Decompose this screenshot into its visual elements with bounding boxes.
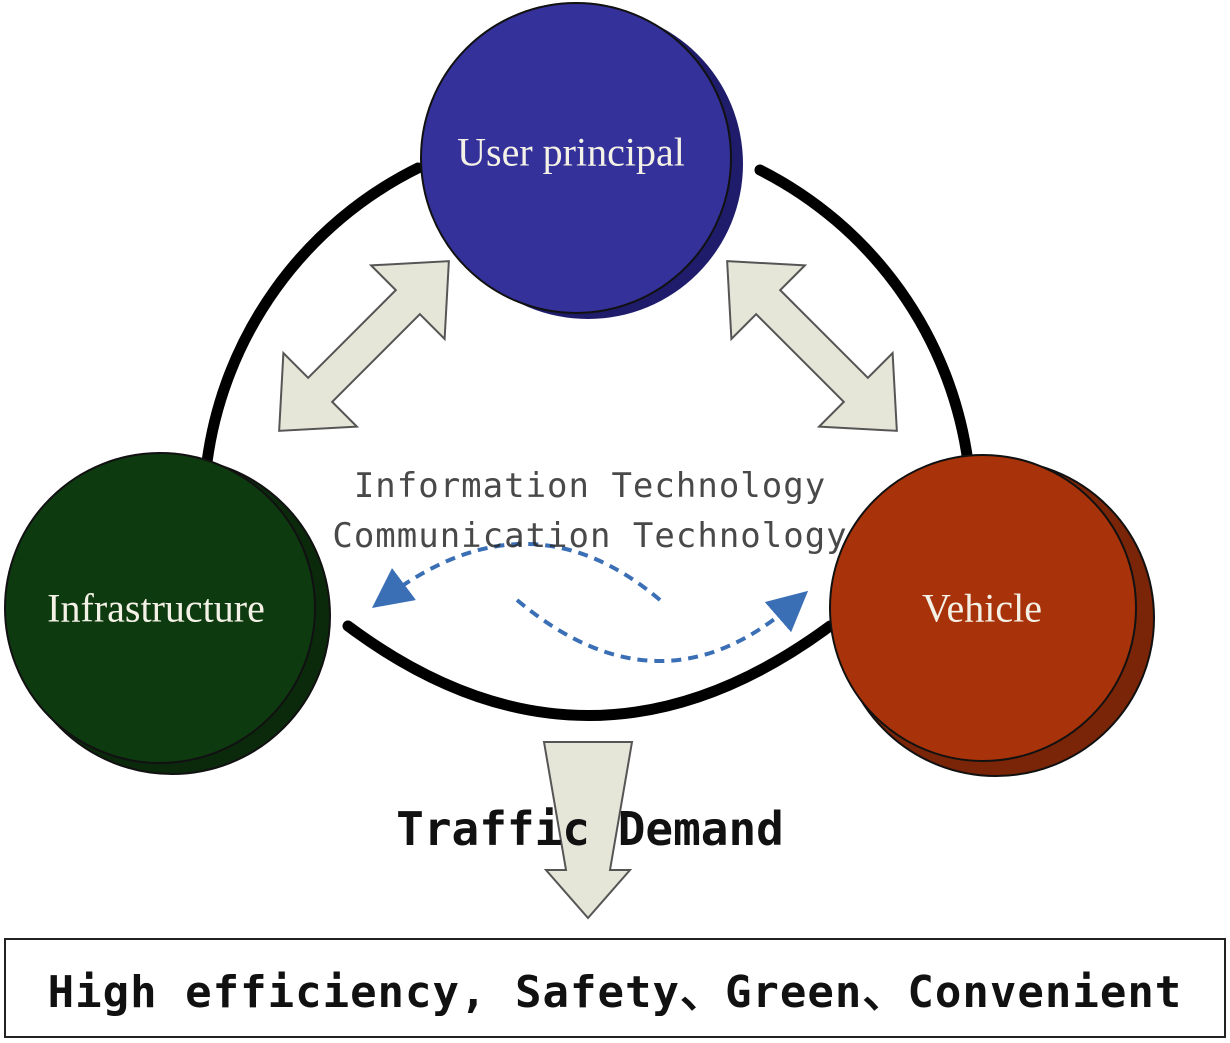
right-double-arrow <box>726 260 898 432</box>
ring-arc-bottom <box>342 620 836 721</box>
left-double-arrow <box>278 260 450 432</box>
communication-technology-label: Communication Technology <box>332 516 848 556</box>
dashed-arrow-to-infrastructure <box>371 542 662 608</box>
vehicle-disk <box>829 454 1155 777</box>
traffic-demand-label: Traffic Demand <box>396 802 784 856</box>
infrastructure-disk <box>4 452 331 775</box>
infrastructure-label: Infrastructure <box>47 585 265 631</box>
vehicle-label: Vehicle <box>922 585 1042 631</box>
outcome-text: High efficiency, Safety、Green、Convenient <box>47 967 1183 1018</box>
ring-arc-left <box>201 162 424 468</box>
traffic-demand-arrow <box>542 741 634 920</box>
information-technology-label: Information Technology <box>353 466 827 506</box>
dashed-arrow-to-vehicle <box>515 590 809 663</box>
user-principal-label: User principal <box>457 129 685 175</box>
outcome-box: High efficiency, Safety、Green、Convenient <box>4 938 1226 1038</box>
ring-arc-right <box>754 164 974 468</box>
ring <box>201 162 974 721</box>
user-principal-disk <box>420 2 743 319</box>
